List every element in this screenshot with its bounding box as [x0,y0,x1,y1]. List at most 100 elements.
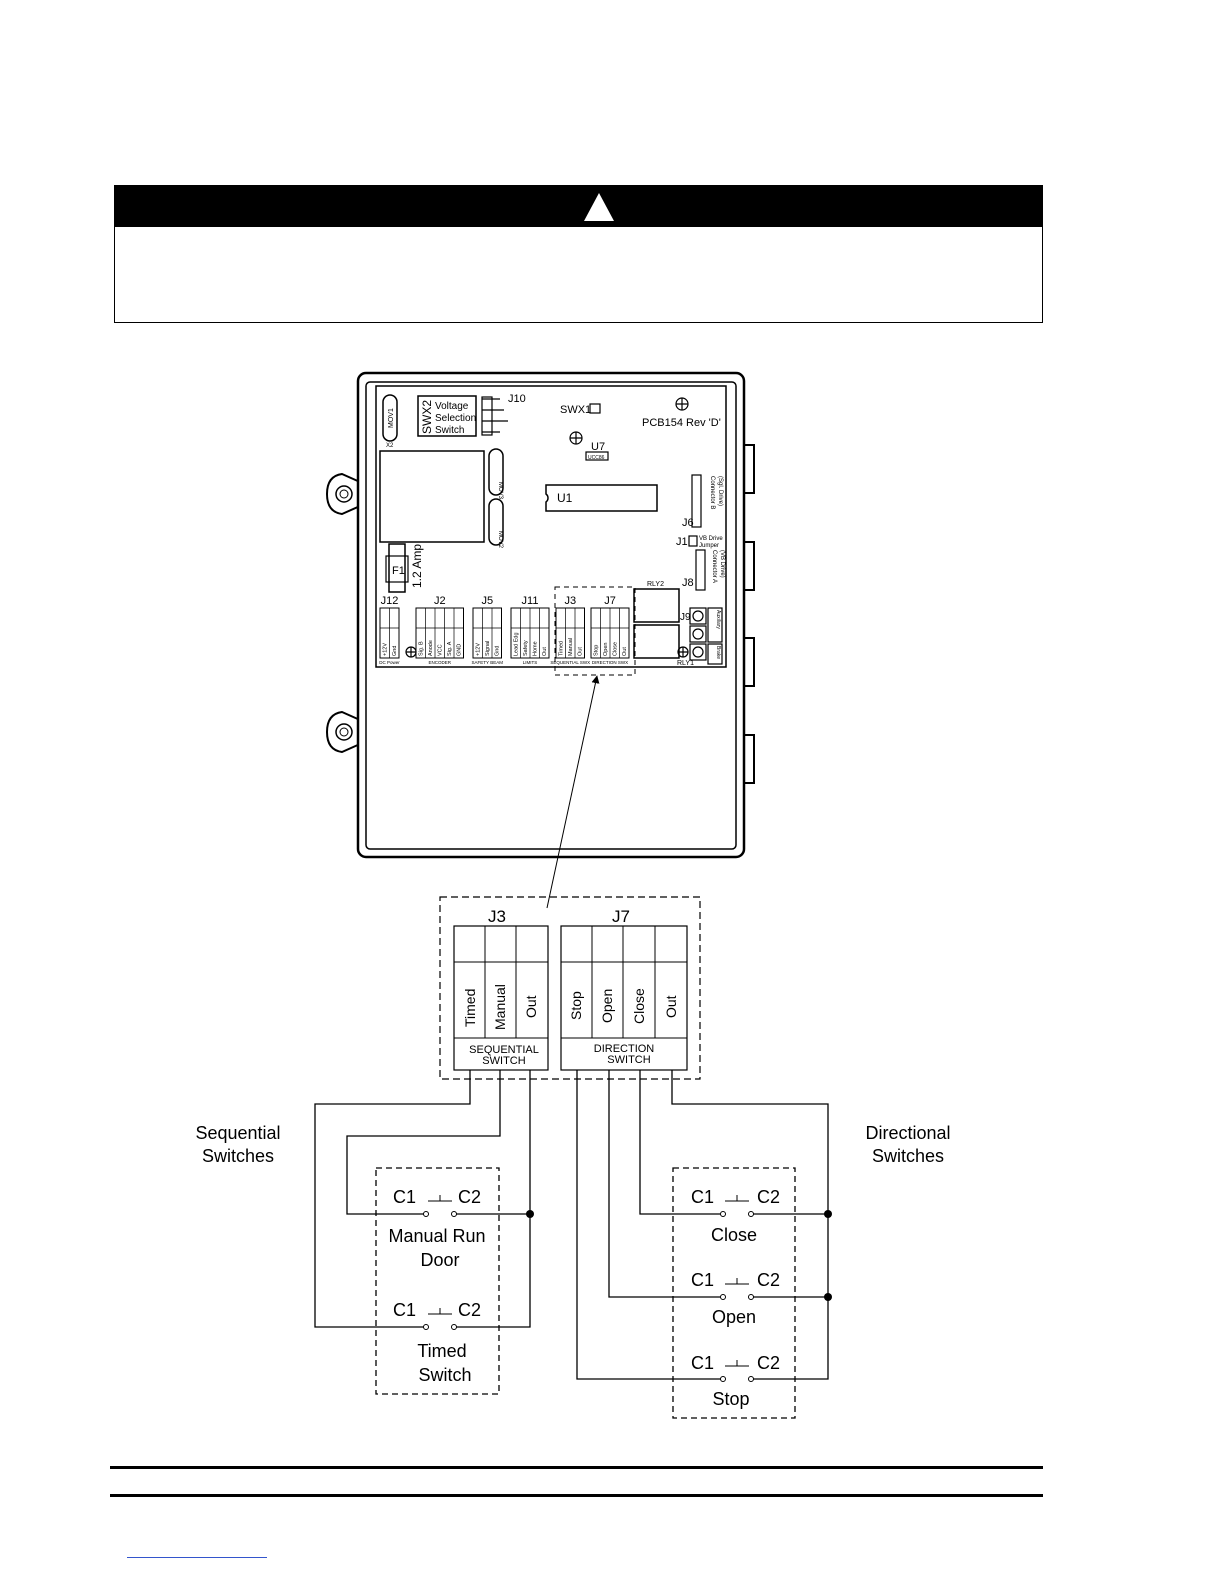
close-c1: C1 [691,1187,714,1207]
board-j12-pin: +12V [383,643,389,656]
label-mov3: MOV3 [497,482,503,500]
mounting-ear-bottom [325,710,361,754]
label-amp: 1.2 Amp [410,544,424,588]
board-j5-caption: SAFETY BEAM [472,660,504,665]
detail-j7-pin-stop: Stop [568,991,584,1020]
warning-box [114,185,1043,323]
board-j11-label: J11 [522,595,539,607]
label-swx2: SWX2 [420,400,434,434]
directional-switch-group [672,1167,796,1419]
wire-open [608,1070,721,1298]
label-f1: F1 [392,565,405,577]
detail-j7-caption-2: SWITCH [607,1054,650,1066]
detail-j7-block [560,925,688,1071]
board-j11-pin: Lead Edg [514,632,520,656]
detail-j3-label: J3 [488,907,506,926]
directional-title-1: Directional [865,1123,950,1143]
wire-dir-out [671,1070,829,1380]
stop-label: Stop [712,1389,749,1409]
pushbutton-manual [423,1195,457,1217]
wire-timed [314,1070,471,1328]
label-vb-drive: VB Drive [699,536,723,542]
board-j3-label: J3 [564,595,576,607]
label-mov2: MOV2 [497,531,503,549]
detail-dashed-frame [439,896,701,1080]
enclosure-outer [356,371,746,859]
relay-rly2 [633,588,680,623]
swx1 [589,403,601,414]
timed-label-2: Switch [418,1365,471,1385]
directional-title-2: Switches [872,1146,944,1166]
label-u1: U1 [557,491,573,505]
label-x2: X2 [386,443,394,449]
open-label: Open [712,1307,756,1327]
label-jumper: Jumper [699,543,719,549]
label-connector-a: Connector A [711,550,717,583]
footer-rule-top [110,1466,1043,1469]
label-brake: Brake [715,646,721,659]
manual-label-2: Door [420,1250,459,1270]
j10 [481,396,493,436]
u1 [545,484,658,512]
transformer-x2 [379,450,485,543]
label-auxiliary: Auxiliary [715,610,721,629]
sequential-title-1: Sequential [195,1123,280,1143]
detail-labels: J3 J7 Timed Manual Out Stop Open Close O… [462,907,679,1067]
board-j2-pin: Anode [428,640,434,656]
board-j7-label: J7 [604,595,616,607]
detail-j7-pin-close: Close [631,988,647,1024]
mounting-hole-bottom [335,723,353,741]
label-selection: Selection [435,413,476,424]
pushbutton-open [720,1278,754,1300]
detail-j3-caption-2: SWITCH [482,1055,525,1067]
j9-terminal [689,607,723,665]
board-j7-pin: Close [613,642,619,656]
detail-j7-pin-out: Out [663,995,679,1018]
sequential-switch-group [375,1167,500,1395]
label-j1: J1 [676,536,688,548]
board-j2-pin: VCC [438,644,444,656]
detail-j7-caption-1: DIRECTION [594,1043,655,1055]
label-j9: J9 [680,612,691,623]
label-rly2: RLY2 [647,581,664,588]
detail-j3-pin-manual: Manual [492,984,508,1030]
junction-dots [526,1210,832,1301]
label-mov1: MOV1 [388,408,395,428]
open-c1: C1 [691,1270,714,1290]
enclosure-tab-4 [743,734,755,784]
close-c2: C2 [757,1187,780,1207]
board-j2-caption: ENCODER [428,660,451,665]
pcb-outline [375,385,727,668]
mov3 [488,448,504,496]
detail-j7-label: J7 [612,907,630,926]
j8-connector [695,549,706,591]
label-connector-b: Connector B [709,476,715,509]
footer-rule-bottom [110,1494,1043,1497]
stop-c1: C1 [691,1353,714,1373]
control-board [325,371,755,859]
mov2 [488,498,504,546]
board-j12-pin: Gnd [392,646,398,656]
board-j7-caption: DIRECTION SWX [592,660,628,665]
close-label: Close [711,1225,757,1245]
board-j11-caption: LIMITS [523,660,538,665]
board-j2-label: J2 [434,595,446,607]
timed-label-1: Timed [417,1341,466,1361]
label-swx1: SWX1 [560,404,591,416]
label-j10: J10 [508,393,526,405]
open-c2: C2 [757,1270,780,1290]
board-labels: MOV1 X2 SWX2 Voltage Selection Switch J1… [386,393,725,667]
j3-j7-highlight [554,586,636,676]
mov1 [382,394,398,442]
detail-leader-arrow [546,675,600,909]
stop-c2: C2 [757,1353,780,1373]
board-j5-pin: +12V [476,643,482,656]
manual-label-1: Manual Run [388,1226,485,1246]
footer-link-underline[interactable] [127,1557,267,1558]
warning-header-bar [115,186,1042,227]
